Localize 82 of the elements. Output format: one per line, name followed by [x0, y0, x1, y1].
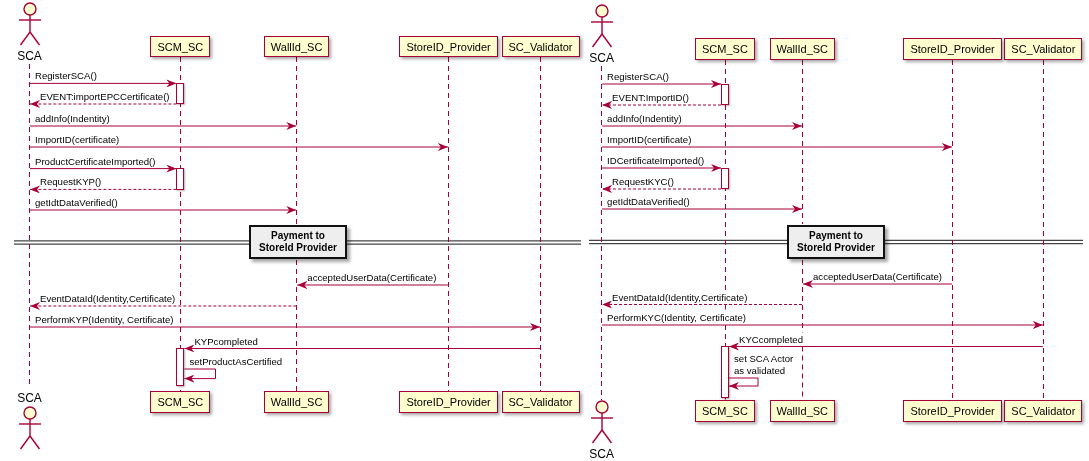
participant-box: SCM_SC	[150, 391, 211, 413]
self-message-arrow	[183, 368, 216, 383]
participant-box: SCM_SC	[695, 399, 755, 422]
lifeline	[724, 60, 726, 400]
participant-box: SC_Validator	[501, 391, 580, 413]
activation-bar	[176, 348, 185, 386]
participant-box: SC_Validator	[1004, 38, 1083, 60]
participant-box: SC_Validator	[1004, 399, 1083, 422]
message-arrow	[601, 80, 722, 88]
lifeline	[540, 57, 541, 391]
message-arrow	[183, 344, 541, 353]
message-label: EventDataId(Identity,Certificate)	[40, 293, 176, 305]
lifeline	[601, 66, 603, 400]
message-label: RequestKYP()	[40, 176, 102, 189]
participant-box: StoreID_Provider	[903, 38, 1002, 60]
message-label: EventDataId(Identity,Certificate)	[612, 291, 748, 304]
message-label: getIdtDataVerified()	[607, 196, 690, 208]
participant-box: SCM_SC	[150, 36, 211, 57]
return-arrow	[601, 185, 722, 193]
activation-bar	[721, 83, 729, 105]
participant-box: StoreID_Provider	[903, 399, 1002, 422]
participant-box: WallId_SC	[769, 399, 836, 422]
message-arrow	[728, 342, 1044, 351]
message-label: ProductCertificateImported()	[35, 155, 156, 168]
message-arrow	[29, 79, 177, 88]
lifeline	[951, 60, 953, 400]
message-arrow	[601, 122, 803, 130]
participant-box: WallId_SC	[769, 38, 836, 60]
message-arrow	[29, 143, 449, 151]
message-arrow	[29, 164, 177, 173]
participant-box: StoreID_Provider	[399, 36, 498, 57]
message-label: KYCcompleted	[739, 333, 803, 346]
message-label: PerformKYP(Identity, Certificate)	[35, 314, 174, 326]
message-label: RequestKYC()	[612, 176, 674, 188]
message-arrow	[601, 321, 1044, 329]
return-arrow	[29, 100, 177, 108]
message-label: addInfo(Indentity)	[35, 113, 110, 125]
lifeline	[1042, 60, 1044, 400]
participant-box: SCM_SC	[695, 38, 755, 60]
message-arrow	[296, 281, 449, 289]
participant-box: WallId_SC	[263, 36, 330, 57]
lifeline	[179, 57, 181, 391]
actor-name: SCA	[17, 49, 42, 63]
message-label: RegisterSCA()	[607, 71, 669, 83]
message-label: ImportID(certificate)	[607, 134, 692, 146]
actor-name: SCA	[589, 51, 614, 65]
message-label: EVENT:importEPCCertificate()	[40, 91, 170, 103]
participant-box: WallId_SC	[263, 391, 330, 413]
message-arrow	[601, 143, 953, 151]
activation-bar	[721, 167, 729, 189]
message-label: getIdtDataVerified()	[35, 197, 118, 209]
lifeline	[802, 60, 803, 400]
return-arrow	[29, 185, 177, 194]
activation-bar	[176, 168, 185, 190]
message-label: KYPcompleted	[194, 335, 258, 348]
message-label: acceptedUserData(Certificate)	[813, 271, 943, 283]
message-arrow	[601, 164, 722, 172]
message-arrow	[601, 205, 803, 213]
actor-name: SCA	[589, 447, 614, 461]
message-label: IDCertificateImported()	[607, 155, 705, 167]
message-label: setProductAsCertified	[189, 356, 283, 368]
message-label: addInfo(Indentity)	[607, 113, 682, 125]
message-arrow	[802, 280, 953, 288]
message-label: EVENT:ImportID()	[612, 92, 689, 104]
participant-box: StoreID_Provider	[399, 391, 498, 413]
message-arrow	[29, 206, 297, 214]
message-label: PerformKYC(Identity, Certificate)	[607, 312, 747, 324]
activation-bar	[176, 82, 185, 104]
message-label: ImportID(certificate)	[35, 134, 120, 146]
actor-name: SCA	[17, 391, 42, 405]
self-message-arrow	[728, 377, 759, 390]
message-label: acceptedUserData(Certificate)	[307, 272, 437, 284]
message-arrow	[29, 122, 297, 130]
return-arrow	[29, 302, 297, 310]
participant-box: SC_Validator	[501, 36, 580, 57]
return-arrow	[601, 300, 803, 309]
message-label: RegisterSCA()	[35, 70, 97, 83]
lifeline	[296, 57, 298, 391]
activation-bar	[721, 346, 729, 398]
return-arrow	[601, 101, 722, 109]
lifeline	[447, 57, 449, 391]
message-arrow	[29, 323, 541, 331]
